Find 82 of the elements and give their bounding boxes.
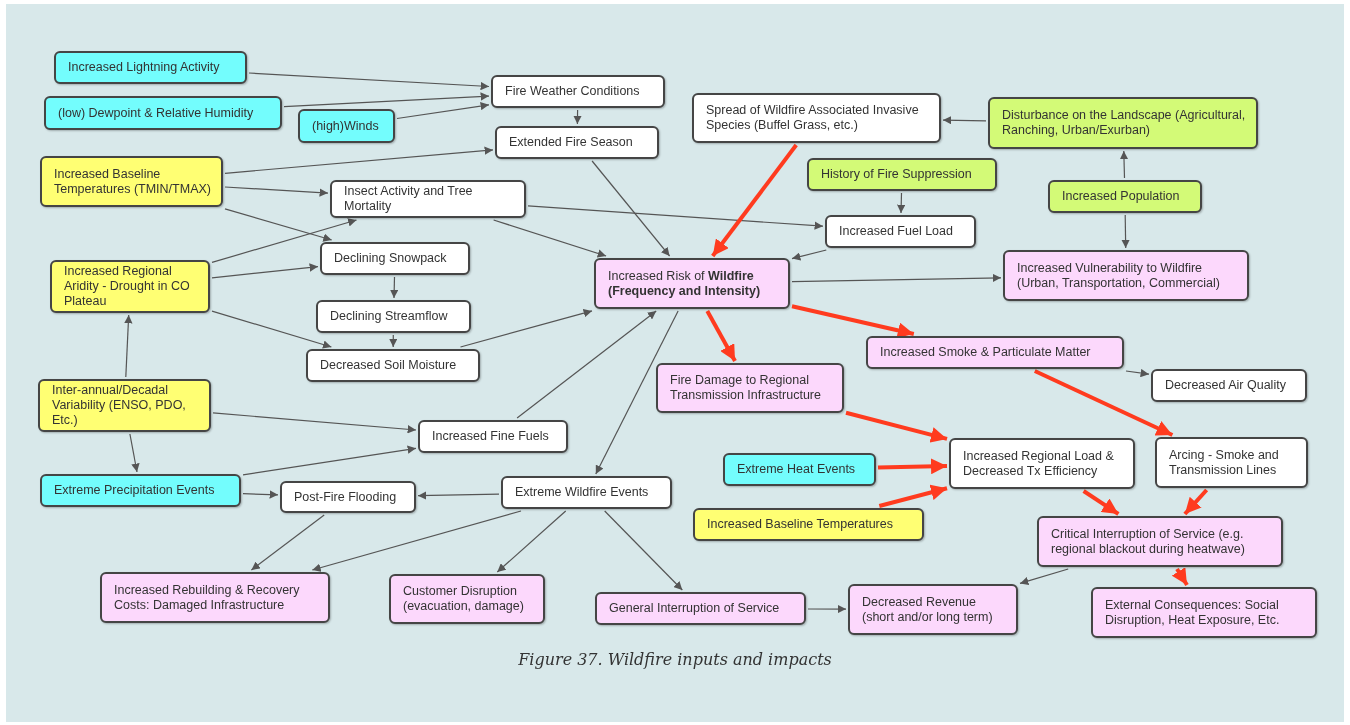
arrow [224, 186, 329, 197]
arrow [212, 412, 417, 434]
arrow [591, 160, 671, 257]
arrow [1121, 214, 1130, 249]
arrow [1082, 489, 1120, 516]
arrow [527, 205, 824, 230]
arrow [877, 458, 948, 475]
arrow [242, 490, 279, 499]
concept-box: Post-Fire Flooding [280, 481, 416, 513]
concept-box: Inter-annual/Decadal Variability (ENSO, PDO, Etc.) [38, 379, 211, 432]
arrow [845, 410, 948, 443]
arrow [1183, 488, 1209, 516]
arrow [791, 249, 827, 261]
concept-box: Extreme Wildfire Events [501, 476, 672, 509]
arrow [1125, 368, 1150, 378]
arrow [1119, 150, 1129, 179]
concept-box: Extended Fire Season [495, 126, 659, 159]
concept-box: General Interruption of Service [595, 592, 806, 625]
arrow [396, 101, 490, 120]
arrow [311, 510, 522, 572]
arrow [224, 208, 333, 242]
concept-box: Fire Weather Conditions [491, 75, 665, 108]
arrow [595, 310, 679, 475]
concept-box: Increased Baseline Temperatures (TMIN/TMAX) [40, 156, 223, 207]
arrow [604, 510, 683, 591]
arrow [1033, 369, 1174, 437]
arrow [242, 445, 417, 476]
arrow [129, 433, 140, 473]
concept-box: Arcing - Smoke and Transmission Lines [1155, 437, 1308, 488]
concept-box: Critical Interruption of Service (e.g. regional blackout during heatwave) [1037, 516, 1283, 567]
concept-box: Increased Risk of Wildfire (Frequency and Intensity) [594, 258, 790, 309]
arrow [283, 92, 490, 108]
arrow [248, 72, 490, 91]
arrow [1019, 568, 1069, 585]
concept-box: Increased Regional Aridity - Drought in CO Plateau [50, 260, 210, 313]
arrow [791, 304, 915, 339]
concept-box: Increased Vulnerability to Wildfire (Urban, Transportation, Commercial) [1003, 250, 1249, 301]
arrow [250, 514, 325, 571]
arrow [878, 484, 948, 508]
concept-box: Decreased Soil Moisture [306, 349, 480, 382]
concept-box: Increased Rebuilding & Recovery Costs: Damaged Infrastructure [100, 572, 330, 623]
arrow [942, 116, 987, 125]
arrow [211, 263, 319, 279]
concept-box: Increased Population [1048, 180, 1202, 213]
concept-box: Extreme Heat Events [723, 453, 876, 486]
arrow [224, 146, 494, 174]
concept-box: Extreme Precipitation Events [40, 474, 241, 507]
arrow [516, 310, 657, 419]
arrow [211, 310, 332, 349]
arrow [493, 219, 607, 258]
concept-box: Decreased Air Quality [1151, 369, 1307, 402]
arrow [389, 334, 398, 348]
concept-box: (low) Dewpoint & Relative Humidity [44, 96, 282, 130]
concept-box: (high)Winds [298, 109, 395, 143]
concept-box: Increased Baseline Temperatures [693, 508, 924, 541]
arrow [124, 314, 133, 378]
concept-box: Decreased Revenue (short and/or long term) [848, 584, 1018, 635]
arrow [897, 192, 906, 214]
arrow [807, 604, 847, 614]
concept-box: Increased Regional Load & Decreased Tx Efficiency [949, 438, 1135, 489]
arrow [390, 276, 399, 299]
arrow [417, 491, 500, 500]
concept-box: Declining Snowpack [320, 242, 470, 275]
concept-box: Increased Lightning Activity [54, 51, 247, 84]
figure-caption: Figure 37. Wildfire inputs and impacts [518, 650, 832, 669]
concept-box: Insect Activity and Tree Mortality [330, 180, 526, 218]
concept-box: External Consequences: Social Disruption, Heat Exposure, Etc. [1091, 587, 1317, 638]
arrow [791, 273, 1002, 283]
arrow [211, 218, 358, 263]
concept-box: Spread of Wildfire Associated Invasive Species (Buffel Grass, etc.) [692, 93, 941, 143]
concept-box: Disturbance on the Landscape (Agricultural, Ranching, Urban/Exurban) [988, 97, 1258, 149]
concept-box: Customer Disruption (evacuation, damage) [389, 574, 545, 624]
concept-box: Increased Smoke & Particulate Matter [866, 336, 1124, 369]
arrow [573, 109, 582, 125]
arrow [705, 310, 737, 362]
concept-box: Increased Fine Fuels [418, 420, 568, 453]
concept-box: Declining Streamflow [316, 300, 471, 333]
arrow [496, 510, 567, 573]
concept-box: Fire Damage to Regional Transmission Infrastructure [656, 363, 844, 413]
arrow [1171, 567, 1189, 587]
concept-box: History of Fire Suppression [807, 158, 997, 191]
concept-box: Increased Fuel Load [825, 215, 976, 248]
